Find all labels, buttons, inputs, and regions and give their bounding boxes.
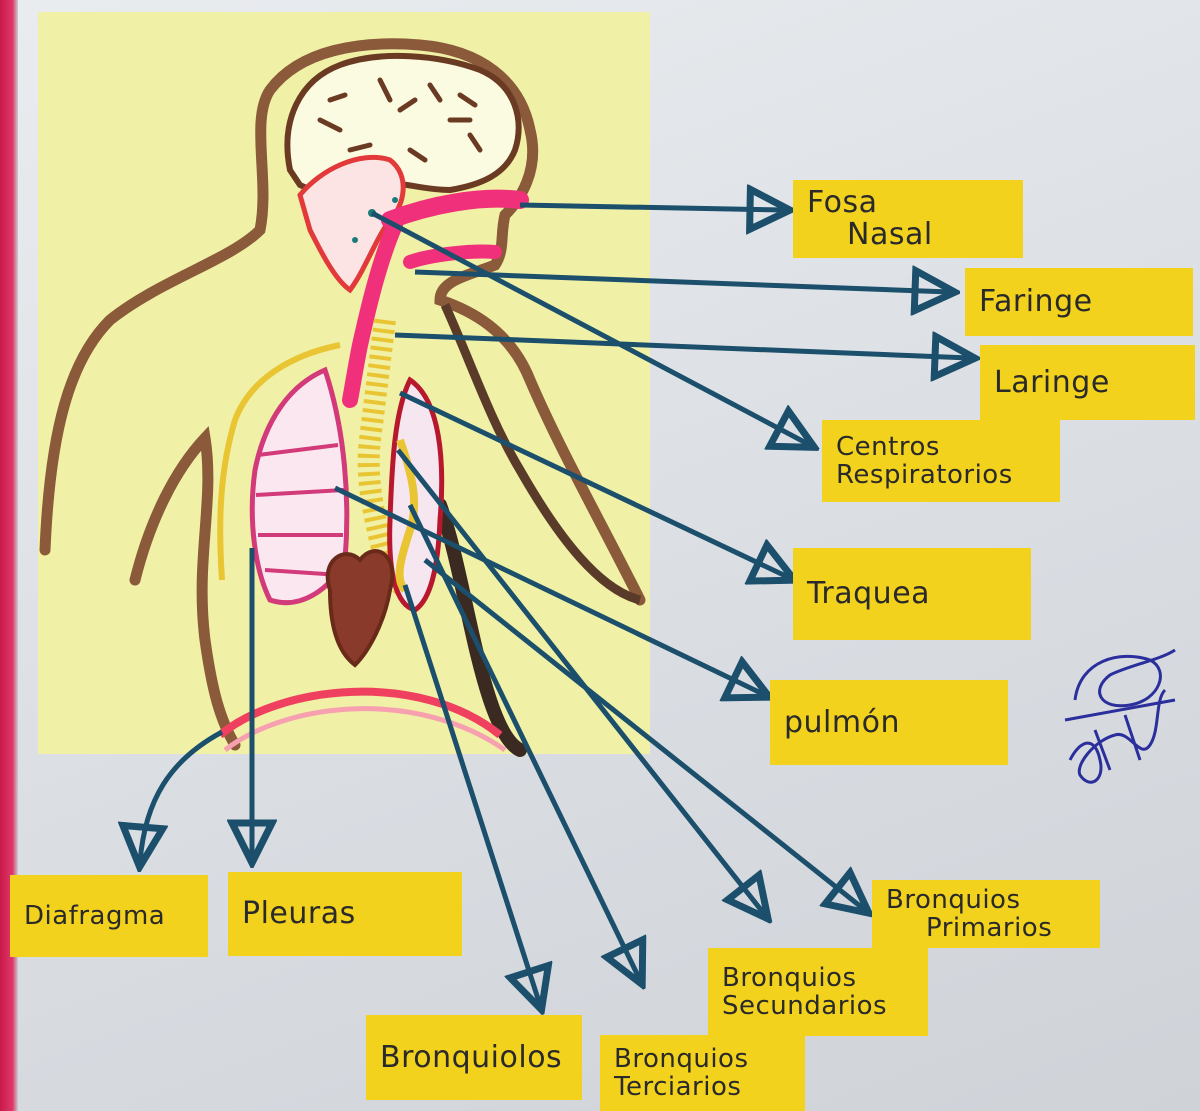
label-diafragma: Diafragma <box>10 875 208 957</box>
signature <box>1065 650 1175 782</box>
label-fosa-nasal: Fosa Nasal <box>793 180 1023 258</box>
arrow-bronquios-secundarios <box>398 450 765 915</box>
label-bronquios-terciarios: Bronquios Terciarios <box>600 1035 805 1111</box>
label-centros-respiratorios: Centros Respiratorios <box>822 420 1060 502</box>
arrow-laringe <box>395 335 970 358</box>
label-bronquios-primarios: Bronquios Primarios <box>872 880 1100 948</box>
label-faringe: Faringe <box>965 268 1193 336</box>
label-bronquiolos: Bronquiolos <box>366 1015 582 1100</box>
label-laringe: Laringe <box>980 345 1195 420</box>
label-bronquios-secundarios: Bronquios Secundarios <box>708 948 928 1036</box>
arrow-diafragma <box>140 732 222 862</box>
label-pulmon: pulmón <box>770 680 1008 765</box>
heart <box>328 551 393 665</box>
label-pleuras: Pleuras <box>228 872 462 956</box>
arrow-faringe <box>415 272 950 292</box>
label-traquea: Traquea <box>793 548 1031 640</box>
arrow-fosa-nasal <box>520 205 785 210</box>
